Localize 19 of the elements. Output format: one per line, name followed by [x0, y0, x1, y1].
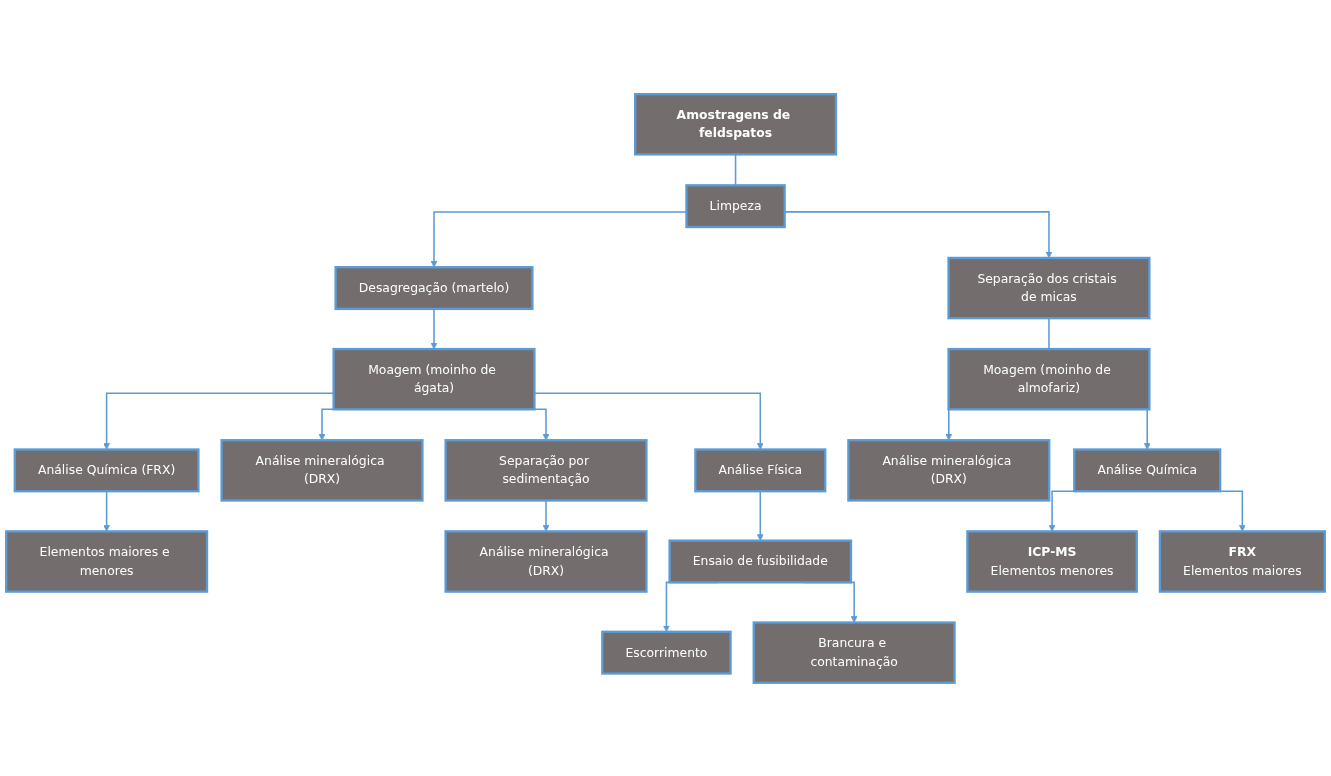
node-box: Brancura e contaminação — [752, 620, 956, 684]
node-box: Limpeza — [685, 183, 786, 228]
node-box: Elementos maiores e menores — [5, 529, 209, 593]
node-box: Separação por sedimentação — [444, 438, 648, 502]
node-box: Análise Química (FRX) — [13, 447, 200, 492]
node-box: Moagem (moinho de almofariz) — [947, 347, 1151, 410]
node-box: Análise mineralógica (DRX) — [444, 529, 648, 593]
node-box: ICP-MS Elementos menores — [966, 529, 1138, 593]
node-box: Análise mineralógica (DRX) — [847, 438, 1051, 502]
node-box: Desagregação (martelo) — [334, 265, 534, 310]
node-box: Amostragens de feldspatos — [634, 92, 838, 156]
node-box: Análise mineralógica (DRX) — [220, 438, 424, 502]
node-box: Escorrimento — [601, 630, 732, 675]
node-box: Ensaio de fusibilidade — [668, 539, 853, 584]
node-box: Análise Química — [1073, 447, 1222, 492]
node-box: FRX Elementos maiores — [1158, 529, 1326, 593]
node-box: Análise Física — [694, 447, 827, 492]
node-box: Moagem (moinho de ágata) — [332, 347, 536, 410]
node-box: Separação dos cristais de micas — [947, 256, 1151, 319]
